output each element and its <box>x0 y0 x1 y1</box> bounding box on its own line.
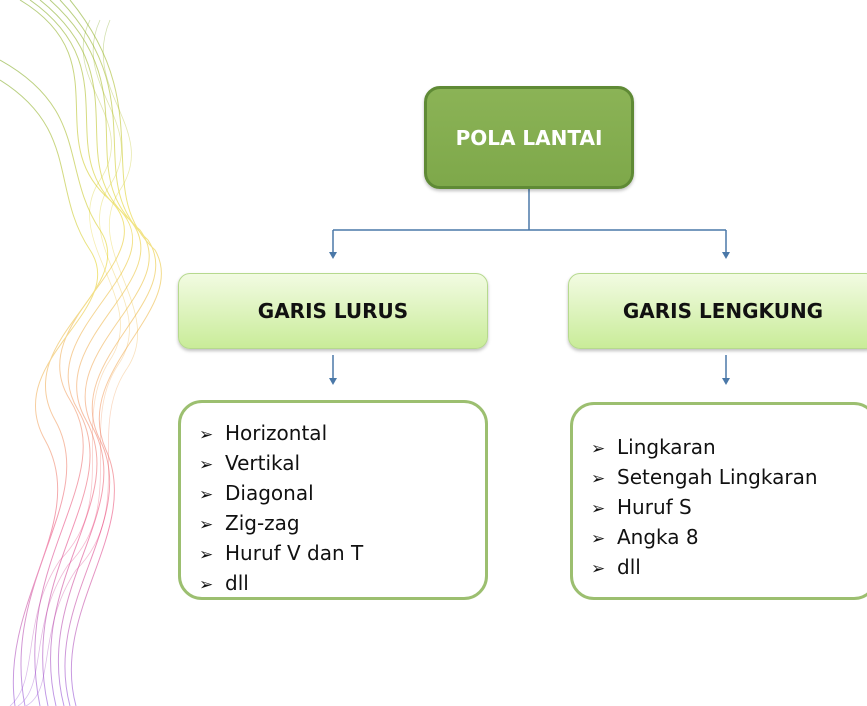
arrowhead-bullet-icon: ➢ <box>199 575 214 595</box>
list-item-text: Horizontal <box>225 421 328 445</box>
list-item-text: dll <box>225 571 249 595</box>
arrowhead-icon <box>722 378 730 385</box>
list-item-text: Lingkaran <box>617 435 716 459</box>
root-label: POLA LANTAI <box>455 125 603 150</box>
list-item: ➢ Angka 8 <box>591 523 867 553</box>
list-item: ➢ Zig-zag <box>199 509 485 539</box>
arrowhead-bullet-icon: ➢ <box>199 545 214 565</box>
item-list-box-garis-lurus: ➢ Horizontal ➢ Vertikal ➢ Diagonal ➢ Zig-zag… <box>178 400 488 600</box>
list-item-text: Huruf V dan T <box>225 541 364 565</box>
arrowhead-bullet-icon: ➢ <box>199 425 214 445</box>
list-item-text: Zig-zag <box>225 511 300 535</box>
arrowhead-bullet-icon: ➢ <box>591 439 606 459</box>
arrowhead-icon <box>329 252 337 259</box>
list-item-text: dll <box>617 555 641 579</box>
decorative-wave-ribbon <box>0 0 162 706</box>
arrowhead-bullet-icon: ➢ <box>591 469 606 489</box>
category-node-garis-lengkung: GARIS LENGKUNG <box>568 273 867 349</box>
list-item-text: Vertikal <box>225 451 301 475</box>
list-item: ➢ Horizontal <box>199 419 485 449</box>
list-item: ➢ Diagonal <box>199 479 485 509</box>
list-item: ➢ dll <box>199 569 485 599</box>
arrowhead-bullet-icon: ➢ <box>591 499 606 519</box>
list-item: ➢ Lingkaran <box>591 433 867 463</box>
arrowhead-icon <box>722 252 730 259</box>
list-item: ➢ dll <box>591 553 867 583</box>
item-list-box-garis-lengkung: ➢Lingkaran ➢Setengah Lingkaran ➢Huruf S … <box>570 402 867 600</box>
list-item: ➢ Setengah Lingkaran <box>591 463 867 493</box>
root-node: POLA LANTAI <box>424 86 634 189</box>
category-node-garis-lurus: GARIS LURUS <box>178 273 488 349</box>
arrowhead-bullet-icon: ➢ <box>199 455 214 475</box>
arrowhead-bullet-icon: ➢ <box>591 559 606 579</box>
list-item-text: Setengah Lingkaran <box>617 465 818 489</box>
category-label: GARIS LENGKUNG <box>622 299 824 323</box>
arrowhead-icon <box>329 378 337 385</box>
item-list: ➢ Horizontal ➢ Vertikal ➢ Diagonal ➢ Zig-zag… <box>199 419 485 599</box>
arrowhead-bullet-icon: ➢ <box>199 515 214 535</box>
list-item: ➢ Huruf S <box>591 493 867 523</box>
item-list: ➢Lingkaran ➢Setengah Lingkaran ➢Huruf S … <box>591 433 867 583</box>
list-item-text: Huruf S <box>617 495 692 519</box>
arrowhead-bullet-icon: ➢ <box>591 529 606 549</box>
arrowhead-bullet-icon: ➢ <box>199 485 214 505</box>
list-item: ➢ Huruf V dan T <box>199 539 485 569</box>
list-item: ➢ Vertikal <box>199 449 485 479</box>
list-item-text: Angka 8 <box>617 525 699 549</box>
category-label: GARIS LURUS <box>257 299 409 323</box>
list-item-text: Diagonal <box>225 481 314 505</box>
